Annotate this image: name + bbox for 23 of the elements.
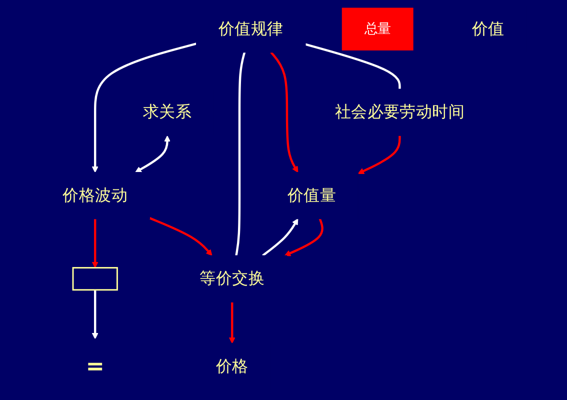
arrow [284, 218, 324, 256]
arrow [92, 290, 98, 340]
node-text: 价格 [216, 357, 248, 376]
node-text: 社会必要劳动时间 [334, 103, 465, 122]
connector [305, 43, 401, 90]
node-text: 求关系 [142, 103, 192, 122]
arrow [92, 42, 197, 173]
node-text: 价值量 [287, 186, 336, 205]
arrow [149, 217, 212, 256]
arrow [228, 302, 236, 344]
arrow [92, 218, 98, 268]
node-text: 价值 [472, 20, 504, 38]
arrow [262, 218, 298, 256]
connector [235, 52, 246, 256]
arrow [270, 52, 298, 173]
node-box: 总量 [342, 8, 414, 50]
node-text: 等价交换 [200, 270, 265, 288]
arrow [358, 136, 401, 174]
node-text: = [86, 354, 104, 380]
node-box [72, 267, 118, 291]
node-text: 价值规律 [218, 20, 284, 38]
arrow [135, 136, 171, 173]
node-text: 价格波动 [62, 186, 128, 205]
